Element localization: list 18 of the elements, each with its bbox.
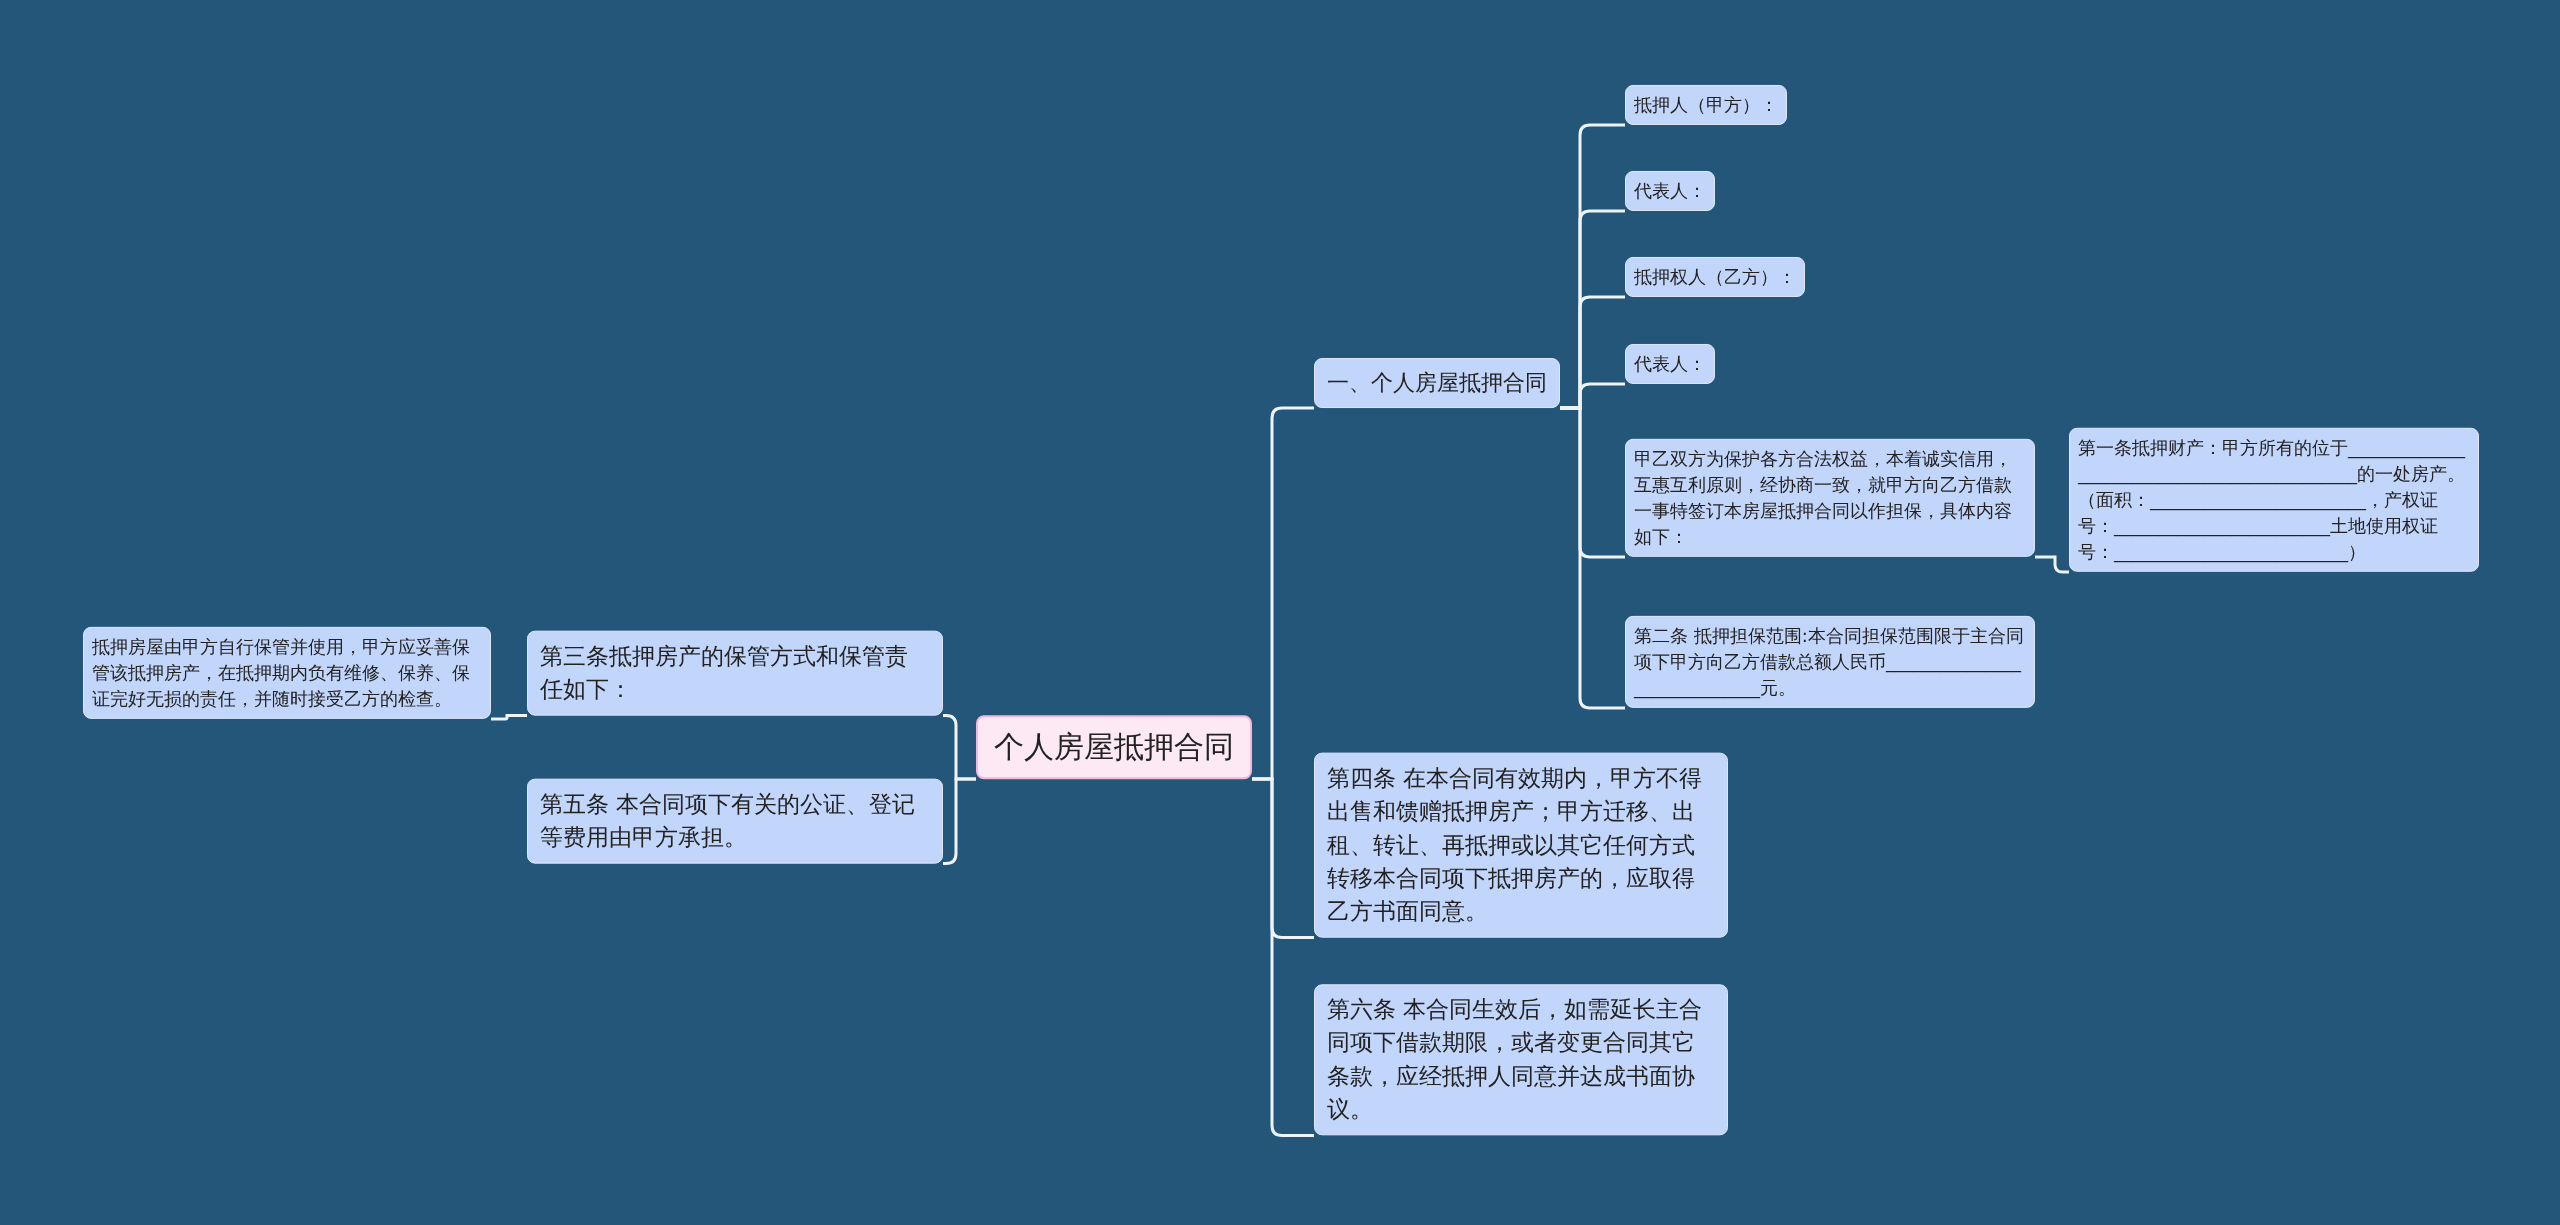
topic-box: 代表人： [1625,170,1715,212]
topic-box: 抵押权人（乙方）： [1625,256,1805,298]
central-topic: 个人房屋抵押合同 [976,715,1252,779]
topic-box: 抵押人（甲方）： [1625,84,1787,126]
topic-box: 一、个人房屋抵押合同 [1314,358,1560,408]
topic-box: 第一条抵押财产：甲方所有的位于____________________________________________的一处房产。（面积：________________________，产权证号：________________________土地使用权证号：__________________________） [2069,427,2479,573]
connector-line [491,714,527,721]
topic-box: 甲乙双方为保护各方合法权益，本着诚实信用，互惠互利原则，经协商一致，就甲方向乙方借款一事特签订本房屋抵押合同以作担保，具体内容如下： [1625,438,2035,558]
topic-box: 第二条 抵押担保范围:本合同担保范围限于主合同项下甲方向乙方借款总额人民币_____________________________元。 [1625,615,2035,709]
topic-box: 第三条抵押房产的保管方式和保管责任如下： [527,630,943,716]
topic-box: 抵押房屋由甲方自行保管并使用，甲方应妥善保管该抵押房产，在抵押期内负有维修、保养、保证完好无损的责任，并随时接受乙方的检查。 [83,626,491,720]
connector-line [2035,555,2069,574]
topic-box: 第六条 本合同生效后，如需延长主合同项下借款期限，或者变更合同其它条款，应经抵押人同意并达成书面协议。 [1314,984,1728,1136]
topic-box: 第四条 在本合同有效期内，甲方不得出售和馈赠抵押房产；甲方迁移、出租、转让、再抵押或以其它任何方式转移本合同项下抵押房产的，应取得乙方书面同意。 [1314,752,1728,938]
connector-line [1252,777,1314,1137]
connector-line [1560,406,1625,710]
topic-box: 第五条 本合同项下有关的公证、登记等费用由甲方承担。 [527,778,943,864]
topic-box: 代表人： [1625,343,1715,385]
